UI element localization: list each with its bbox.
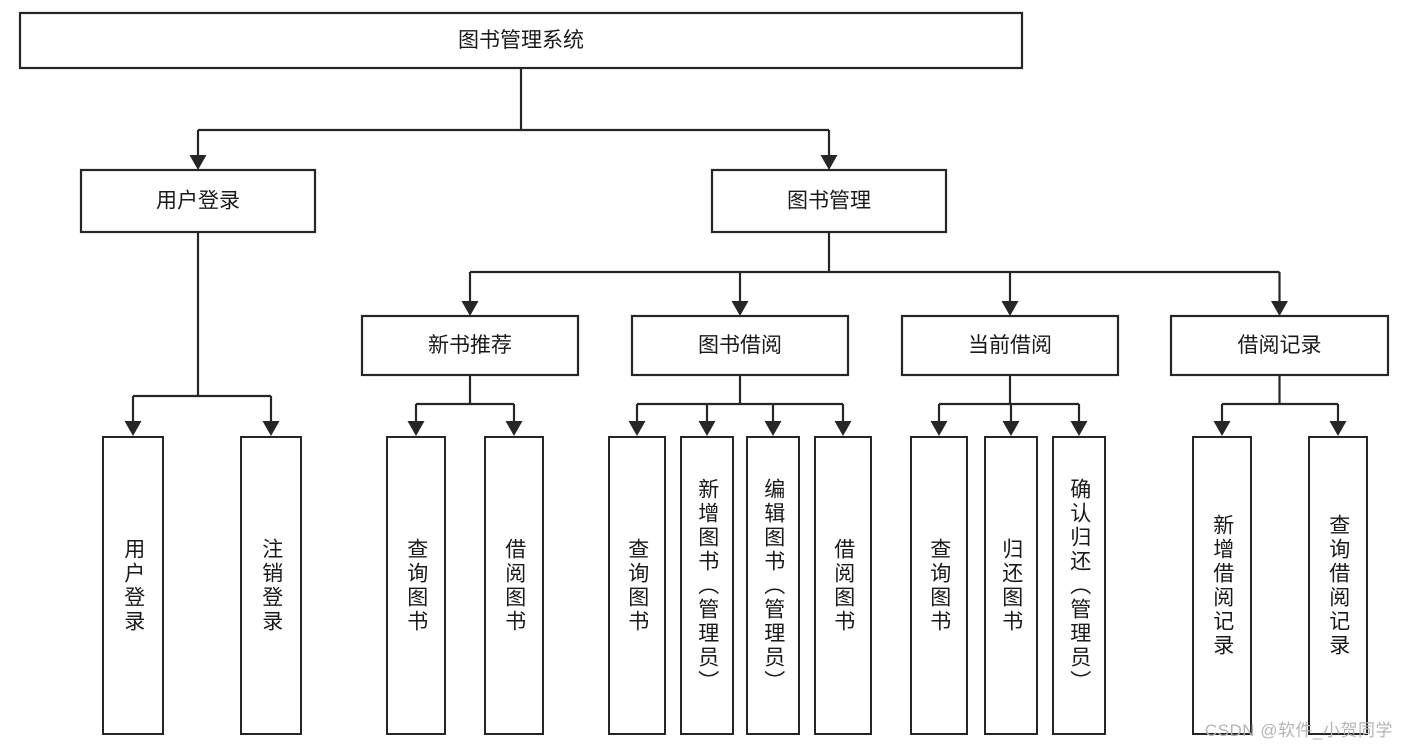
- node-leaf-add-book-label: 新增图书（管理员）: [695, 477, 719, 694]
- node-book-management[interactable]: 图书管理: [710, 168, 948, 234]
- node-new-book-recommend-box[interactable]: [360, 314, 580, 377]
- node-leaf-borrow-book-2[interactable]: 借阅图书: [814, 436, 872, 735]
- node-leaf-return-book-label: 归还图书: [999, 537, 1023, 634]
- new-book-recommend-branch-0-head: [407, 421, 425, 436]
- node-leaf-query-book-2-label: 查询图书: [625, 537, 649, 634]
- node-current-borrow-label: 当前借阅: [968, 334, 1052, 357]
- root-node-label: 图书管理系统: [458, 29, 584, 52]
- node-leaf-query-book-3[interactable]: 查询图书: [910, 436, 968, 735]
- node-leaf-query-book-1[interactable]: 查询图书: [386, 436, 446, 735]
- connector-group: [124, 68, 1347, 436]
- bookmgmt-branch-1-head: [731, 301, 749, 316]
- node-leaf-edit-book[interactable]: 编辑图书（管理员）: [746, 436, 800, 735]
- bookmgmt-branch-2-head: [1001, 301, 1019, 316]
- userlogin-branch-0-head: [124, 421, 142, 436]
- root-branch-0-head: [189, 155, 207, 170]
- bookmgmt-branch-3-head: [1271, 301, 1288, 316]
- root-node-box[interactable]: [18, 11, 1024, 70]
- node-leaf-logout[interactable]: 注销登录: [240, 436, 302, 735]
- userlogin-branch-1-head: [262, 421, 280, 436]
- node-borrow-record-label: 借阅记录: [1238, 334, 1322, 357]
- node-new-book-recommend-label: 新书推荐: [428, 334, 512, 357]
- node-leaf-user-login-label: 用户登录: [121, 537, 145, 634]
- node-leaf-return-book[interactable]: 归还图书: [984, 436, 1038, 735]
- node-leaf-query-record-label: 查询借阅记录: [1326, 513, 1350, 658]
- node-leaf-logout-label: 注销登录: [259, 537, 283, 634]
- node-book-borrow-label: 图书借阅: [698, 334, 782, 357]
- node-leaf-add-record-label: 新增借阅记录: [1210, 513, 1234, 658]
- node-leaf-borrow-book-1-label: 借阅图书: [502, 537, 526, 634]
- node-leaf-user-login[interactable]: 用户登录: [102, 436, 164, 735]
- book-borrow-branch-0-head: [628, 421, 646, 436]
- node-leaf-query-book-3-label: 查询图书: [927, 537, 951, 634]
- current-borrow-branch-0-head: [930, 421, 948, 436]
- node-leaf-query-record[interactable]: 查询借阅记录: [1308, 436, 1368, 735]
- node-leaf-edit-book-label: 编辑图书（管理员）: [761, 477, 785, 694]
- node-leaf-query-book-1-label: 查询图书: [404, 537, 428, 634]
- node-book-management-box[interactable]: [710, 168, 948, 234]
- book-borrow-branch-2-head: [764, 421, 782, 436]
- node-leaf-query-book-2[interactable]: 查询图书: [608, 436, 666, 735]
- node-leaf-confirm-return[interactable]: 确认归还（管理员）: [1052, 436, 1106, 735]
- node-current-borrow-box[interactable]: [900, 314, 1120, 377]
- node-new-book-recommend[interactable]: 新书推荐: [360, 314, 580, 377]
- borrow-record-branch-0-head: [1213, 421, 1231, 436]
- node-user-login[interactable]: 用户登录: [79, 168, 317, 234]
- node-book-borrow-box[interactable]: [630, 314, 850, 377]
- node-leaf-borrow-book-2-label: 借阅图书: [831, 537, 855, 634]
- current-borrow-branch-1-head: [1002, 421, 1020, 436]
- node-leaf-add-book[interactable]: 新增图书（管理员）: [680, 436, 734, 735]
- root-branch-1-head: [820, 155, 838, 170]
- book-borrow-branch-3-head: [834, 421, 852, 436]
- current-borrow-branch-2-head: [1070, 421, 1088, 436]
- book-borrow-branch-1-head: [698, 421, 716, 436]
- node-book-borrow[interactable]: 图书借阅: [630, 314, 850, 377]
- bookmgmt-branch-0-head: [461, 301, 479, 316]
- node-borrow-record[interactable]: 借阅记录: [1169, 314, 1390, 377]
- node-leaf-borrow-book-1[interactable]: 借阅图书: [484, 436, 544, 735]
- root-node[interactable]: 图书管理系统: [18, 11, 1024, 70]
- node-current-borrow[interactable]: 当前借阅: [900, 314, 1120, 377]
- node-leaf-confirm-return-label: 确认归还（管理员）: [1067, 477, 1091, 694]
- node-user-login-label: 用户登录: [156, 190, 240, 213]
- new-book-recommend-branch-1-head: [505, 421, 523, 436]
- borrow-record-branch-1-head: [1329, 421, 1347, 436]
- node-book-management-label: 图书管理: [787, 190, 871, 213]
- node-borrow-record-box[interactable]: [1169, 314, 1390, 377]
- node-leaf-add-record[interactable]: 新增借阅记录: [1192, 436, 1252, 735]
- node-user-login-box[interactable]: [79, 168, 317, 234]
